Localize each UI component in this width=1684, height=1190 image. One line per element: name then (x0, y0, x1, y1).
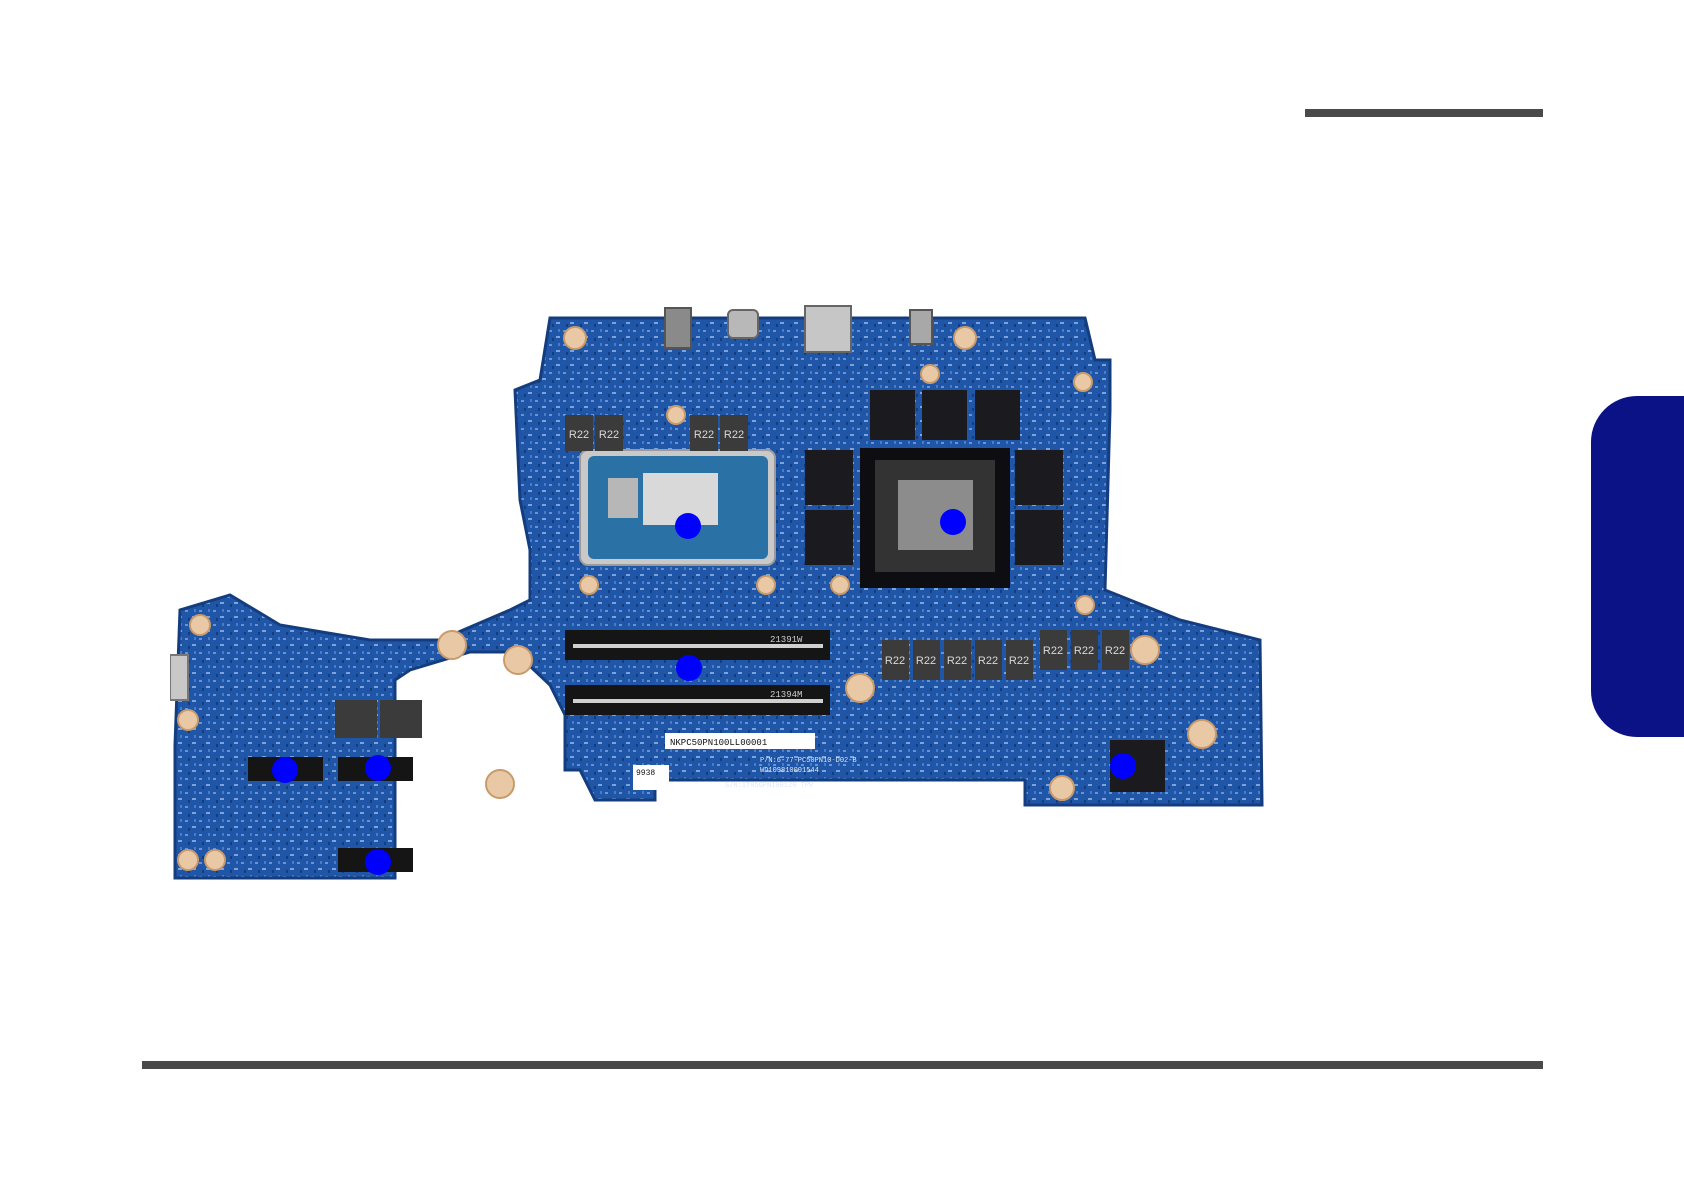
chapter-side-tab (1591, 396, 1684, 737)
inductor-label: R22 (599, 429, 619, 441)
side-connector (170, 655, 188, 700)
inductor-label: R22 (724, 429, 744, 441)
mainboard-photo: R22 R22 R22 R22 R22 R22 R22 R22 R22 R22 … (170, 300, 1270, 890)
header-rule (1305, 109, 1543, 117)
gpu-package (860, 448, 1010, 588)
silk-line: S/N:1T05GPN190120 TPV (725, 782, 814, 790)
dimm-label: 21391W (770, 635, 803, 645)
inductor-label: R22 (978, 655, 998, 667)
memory-slot-marker (676, 655, 702, 681)
footer-rule (142, 1061, 1543, 1069)
inductor-label: R22 (916, 655, 936, 667)
silk-line: P/N:6-77-PC50PN10-D02-B (760, 757, 857, 765)
cpu-marker (675, 513, 701, 539)
m2-slot-c-marker (365, 849, 391, 875)
pcb-outline (175, 318, 1262, 878)
gpu-marker (940, 509, 966, 535)
m2-slot-a-marker (272, 757, 298, 783)
inductor-label: R22 (947, 655, 967, 667)
inductor-label: R22 (694, 429, 714, 441)
silk-line: WD109810001544 (760, 767, 819, 775)
inductor-label: R22 (1105, 645, 1125, 657)
inductor-label: R22 (569, 429, 589, 441)
inductor-label: R22 (1009, 655, 1029, 667)
inductor-label: R22 (885, 655, 905, 667)
sticker-text: 9938 (636, 769, 655, 778)
cpu-package (580, 450, 775, 565)
mainboard-figure: R22 R22 R22 R22 R22 R22 R22 R22 R22 R22 … (170, 300, 1270, 890)
inductor-label: R22 (1074, 645, 1094, 657)
m2-slot-b-marker (365, 755, 391, 781)
inductor-label: R22 (1043, 645, 1063, 657)
barcode-text: NKPC50PN100LL00001 (670, 738, 767, 748)
dimm-label: 21394M (770, 690, 802, 700)
controller-chip-marker (1110, 753, 1136, 779)
